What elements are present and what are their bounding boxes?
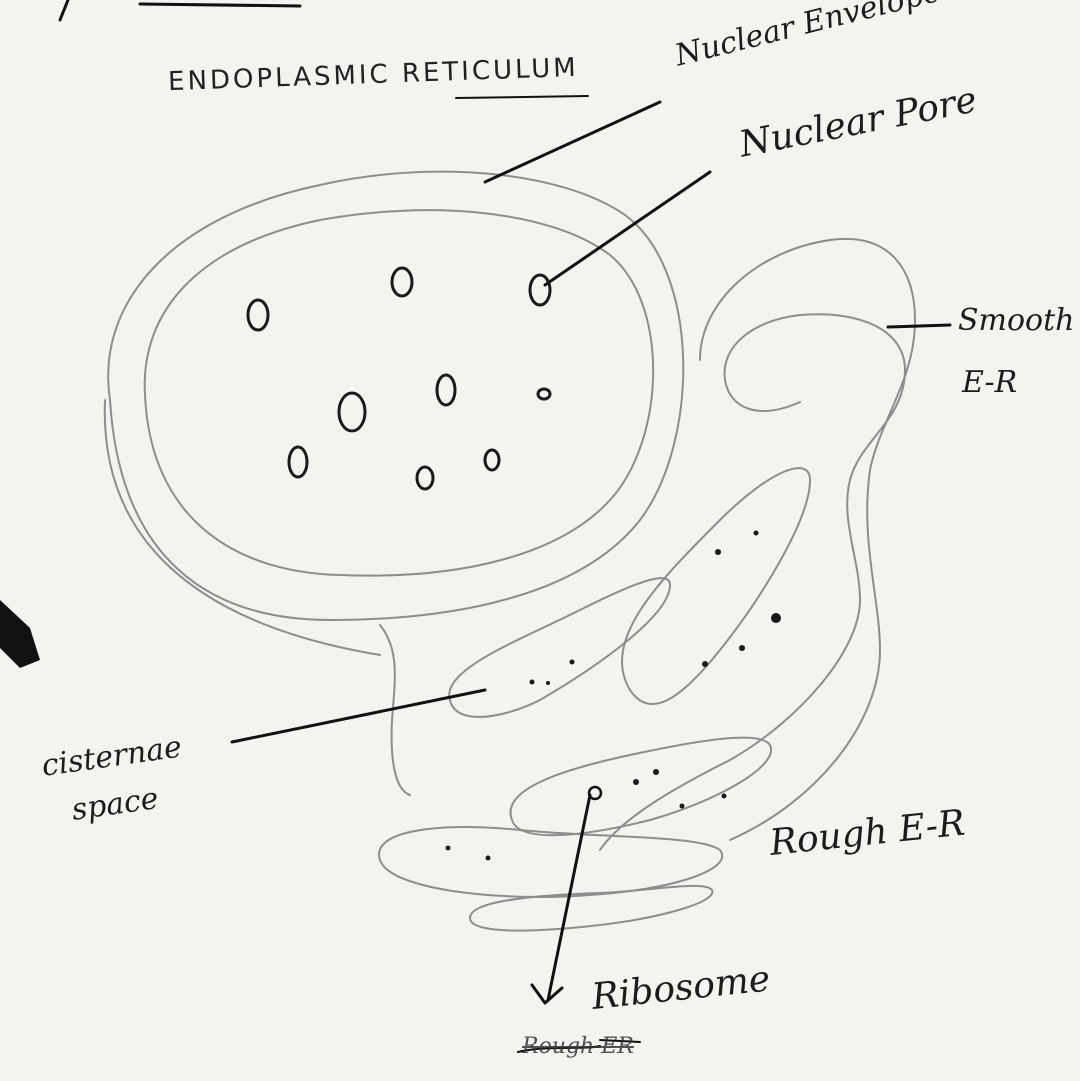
nuclear-pore — [339, 393, 365, 431]
ribosome-dot — [722, 794, 727, 799]
stray-underline-top — [140, 4, 300, 6]
ribosome-arrow-head — [532, 985, 562, 1003]
ribosome-dot — [715, 549, 721, 555]
ribosome-dot — [633, 779, 639, 785]
nuclear-pore — [538, 389, 550, 399]
ribosome-dot — [653, 769, 659, 775]
label-smooth-er-line2: E-R — [962, 368, 1017, 398]
nuclear-envelope-leader — [485, 102, 660, 182]
ribosome-dot — [546, 681, 550, 685]
smooth-er-leader — [888, 325, 950, 327]
nuclear-pore — [248, 300, 268, 330]
stray-mark-top — [60, 0, 68, 20]
nuclear-pore — [289, 447, 307, 477]
nuclear-pore — [485, 450, 499, 470]
nuclear-pore — [437, 375, 455, 405]
rough-er-cisterna — [449, 578, 670, 717]
cisternae-leader — [232, 690, 485, 742]
title-underline — [456, 96, 588, 98]
ribosome-dot — [446, 846, 451, 851]
rough-er-cisterna — [470, 886, 712, 931]
nuclear-envelope-outer — [108, 172, 683, 620]
envelope-extension — [105, 400, 380, 655]
ribosome-dot — [570, 660, 575, 665]
ribosome-dot — [739, 645, 745, 651]
nuclear-envelope-inner — [145, 210, 653, 575]
stray-ink-blob — [0, 600, 40, 668]
nuclear-pore — [417, 467, 433, 489]
nuclear-pore — [530, 275, 550, 305]
rough-er-cisterna — [510, 738, 771, 836]
ribosome-dot — [680, 804, 685, 809]
ribosome-dot — [530, 680, 535, 685]
label-crossed-out: Rough ER — [522, 1036, 634, 1058]
ribosome-dot — [702, 661, 708, 667]
nuclear-pore — [392, 268, 412, 296]
ribosome-dot — [754, 531, 759, 536]
label-smooth-er-line1: Smooth — [958, 306, 1075, 336]
ribosome-dot — [486, 856, 491, 861]
ribosome-dot — [771, 613, 781, 623]
